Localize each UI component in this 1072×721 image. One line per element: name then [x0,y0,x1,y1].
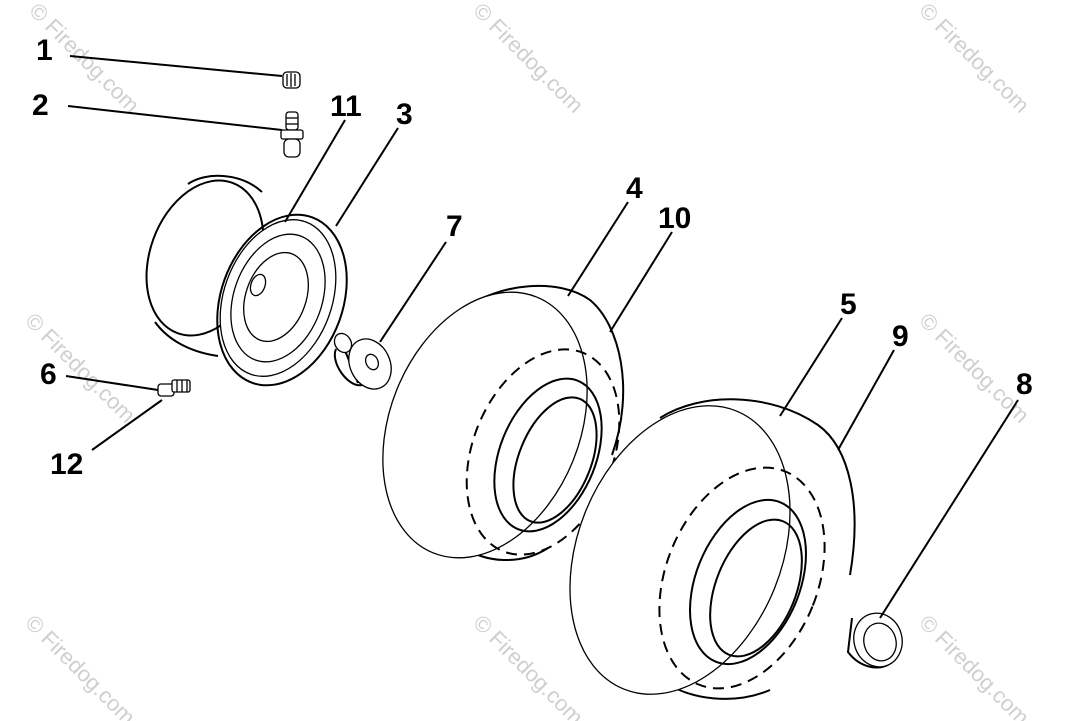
callout-7: 7 [446,210,463,243]
leader-line-11 [284,119,346,223]
part-2-valve-stem [280,111,304,158]
leader-line-10 [609,231,673,333]
part-8-hub-cap [846,612,903,669]
callout-9: 9 [892,320,909,353]
wheel-rim [145,174,348,387]
leader-line-7 [379,241,447,343]
callout-10: 10 [658,202,691,235]
watermark-text: © Firedog.com [914,610,1034,721]
callout-1: 1 [36,34,53,67]
part-6-grease-fitting [157,379,191,397]
callout-3: 3 [396,98,413,131]
callout-11: 11 [330,90,362,123]
watermark-text: © Firedog.com [914,0,1034,118]
leader-lines [65,55,1019,619]
leader-line-6 [65,375,159,391]
callout-2: 2 [32,89,49,122]
watermark-text: © Firedog.com [468,0,588,118]
callout-8: 8 [1016,368,1033,401]
callout-12: 12 [50,448,83,481]
leader-line-5 [779,317,843,417]
tire-5 [569,398,856,700]
leader-line-2 [67,105,283,131]
leader-line-9 [837,349,895,451]
leader-line-3 [335,127,399,227]
leader-line-8 [879,399,1019,619]
leader-line-4 [567,201,629,297]
part-7-flange-bushing [333,332,392,390]
callout-6: 6 [40,358,57,391]
callout-5: 5 [840,288,857,321]
watermark-text: © Firedog.com [20,610,140,721]
part-1-valve-cap [282,71,301,89]
tire-4 [382,284,625,561]
leader-line-1 [69,55,283,77]
leader-line-12 [91,399,163,451]
watermark-text: © Firedog.com [468,610,588,721]
watermark-text: © Firedog.com [20,308,140,428]
callout-4: 4 [626,172,643,205]
callout-labels: 1 2 3 4 5 6 7 8 9 10 11 12 [32,34,1033,481]
